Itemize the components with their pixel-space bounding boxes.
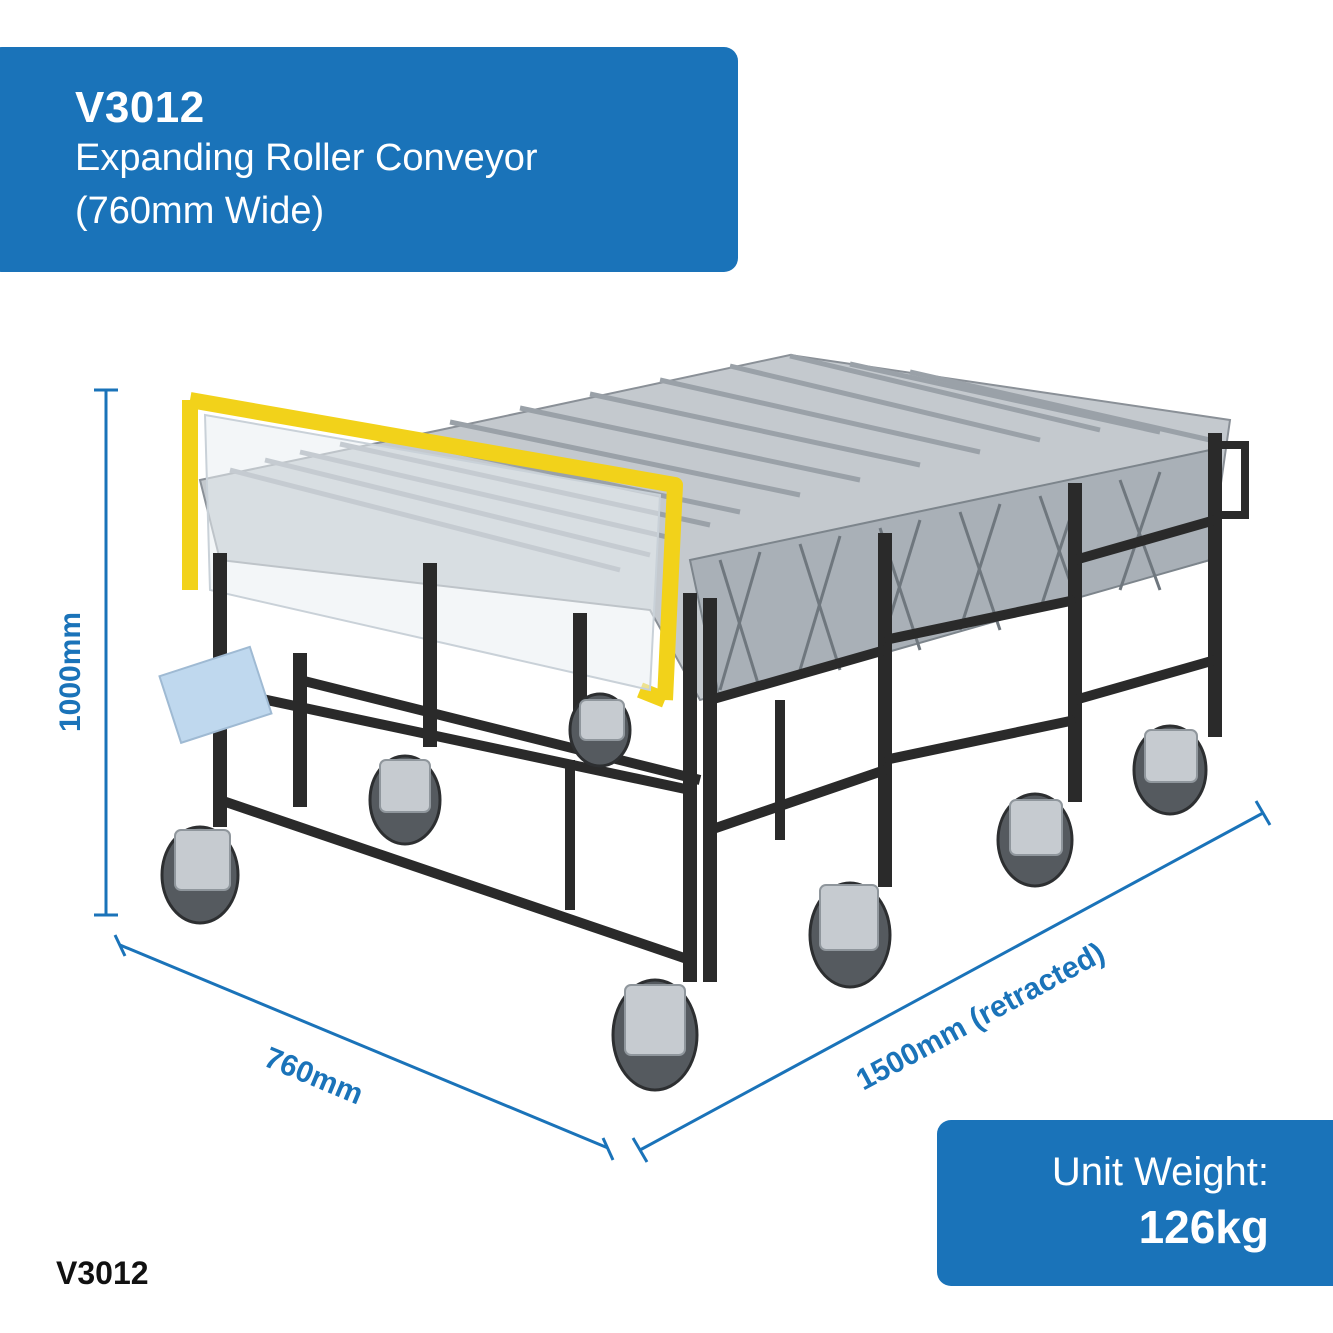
unit-weight-box: Unit Weight: 126kg bbox=[937, 1120, 1333, 1286]
height-label: 1000mm bbox=[54, 612, 87, 732]
product-code: V3012 bbox=[75, 83, 205, 132]
length-dimension bbox=[631, 800, 1272, 1163]
width-label: 760mm bbox=[260, 1041, 368, 1111]
product-name: Expanding Roller Conveyor bbox=[75, 137, 538, 179]
length-label: 1500mm (retracted) bbox=[851, 936, 1110, 1097]
unit-weight-label: Unit Weight: bbox=[1051, 1150, 1269, 1194]
title-banner: V3012 Expanding Roller Conveyor (760mm W… bbox=[0, 47, 738, 272]
caster-wheels bbox=[160, 692, 1208, 1092]
conveyor-frame bbox=[158, 353, 1249, 982]
footer-product-code: V3012 bbox=[56, 1255, 149, 1291]
product-width-note: (760mm Wide) bbox=[75, 190, 325, 232]
unit-weight-value: 126kg bbox=[1138, 1201, 1269, 1253]
width-dimension bbox=[113, 934, 615, 1161]
height-dimension bbox=[94, 388, 118, 917]
